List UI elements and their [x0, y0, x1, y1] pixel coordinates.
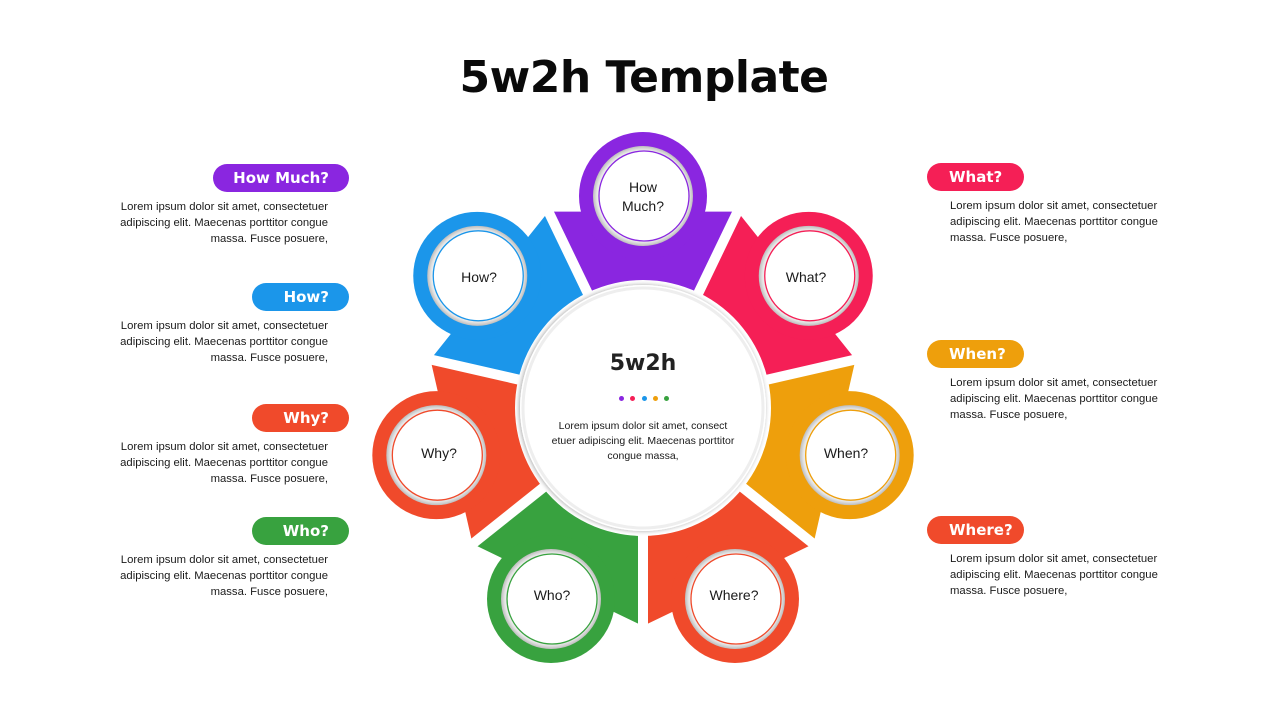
- center-description: Lorem ipsum dolor sit amet, consect etue…: [551, 420, 735, 462]
- bulb-label-what: What?: [785, 269, 827, 285]
- item-how-much: How Much? Lorem ipsum dolor sit amet, co…: [89, 164, 349, 247]
- bulb-inner-ring: [506, 553, 598, 645]
- item-description: Lorem ipsum dolor sit amet, consectetuer…: [120, 320, 328, 364]
- bulb-inner-ring: [805, 409, 897, 501]
- center-title: 5w2h: [609, 351, 677, 376]
- bulb-label-why: Why?: [421, 445, 457, 461]
- bulb-label-who: Who?: [533, 587, 571, 603]
- center-dots: [619, 396, 669, 402]
- item-description: Lorem ipsum dolor sit amet, consectetuer…: [950, 553, 1158, 597]
- segment-gap: [689, 191, 751, 304]
- item-description: Lorem ipsum dolor sit amet, consectetuer…: [120, 554, 328, 598]
- segment-gap: [732, 477, 833, 561]
- dot-green: [664, 396, 669, 401]
- segment-gap: [453, 477, 554, 561]
- bulb-inner-ring: [690, 553, 782, 645]
- item-who: Who? Lorem ipsum dolor sit amet, consect…: [89, 517, 349, 600]
- item-description: Lorem ipsum dolor sit amet, consectetuer…: [120, 201, 328, 245]
- item-description: Lorem ipsum dolor sit amet, consectetuer…: [950, 377, 1158, 421]
- page-title: 5w2h Template: [459, 52, 829, 103]
- center-circle: [520, 285, 766, 531]
- bulb-inner-ring: [598, 150, 690, 242]
- dot-pink: [630, 396, 636, 401]
- dot-purple: [619, 396, 624, 401]
- heading-pill-why: Why?: [252, 404, 349, 432]
- segment-gap: [756, 350, 877, 387]
- bulb-label-where: Where?: [709, 587, 759, 603]
- bulb-inner-ring: [764, 230, 856, 322]
- heading-pill-where: Where?: [927, 516, 1024, 544]
- bulb-label-how-much: How Much?: [621, 179, 665, 214]
- segment-gap: [409, 350, 530, 387]
- heading-pill-how-much: How Much?: [213, 164, 349, 192]
- dot-orange: [652, 396, 658, 401]
- heading-pill-what: What?: [927, 163, 1024, 191]
- heading-pill-when: When?: [927, 340, 1024, 368]
- segment-gap: [535, 191, 597, 304]
- item-description: Lorem ipsum dolor sit amet, consectetuer…: [120, 441, 328, 485]
- bulb-inner-ring: [391, 409, 483, 501]
- item-when: When? Lorem ipsum dolor sit amet, consec…: [927, 340, 1187, 423]
- bulb-inner-ring: [432, 230, 524, 322]
- bulb-label-how: How?: [461, 269, 497, 285]
- dot-blue: [641, 396, 647, 401]
- item-what: What? Lorem ipsum dolor sit amet, consec…: [927, 163, 1187, 246]
- item-why: Why? Lorem ipsum dolor sit amet, consect…: [89, 404, 349, 487]
- item-where: Where? Lorem ipsum dolor sit amet, conse…: [927, 516, 1187, 599]
- segment-bulbs: [372, 132, 914, 664]
- item-how: How? Lorem ipsum dolor sit amet, consect…: [89, 283, 349, 366]
- item-description: Lorem ipsum dolor sit amet, consectetuer…: [950, 200, 1158, 244]
- heading-pill-who: Who?: [252, 517, 349, 545]
- bulb-label-when: When?: [823, 445, 869, 461]
- heading-pill-how: How?: [252, 283, 349, 311]
